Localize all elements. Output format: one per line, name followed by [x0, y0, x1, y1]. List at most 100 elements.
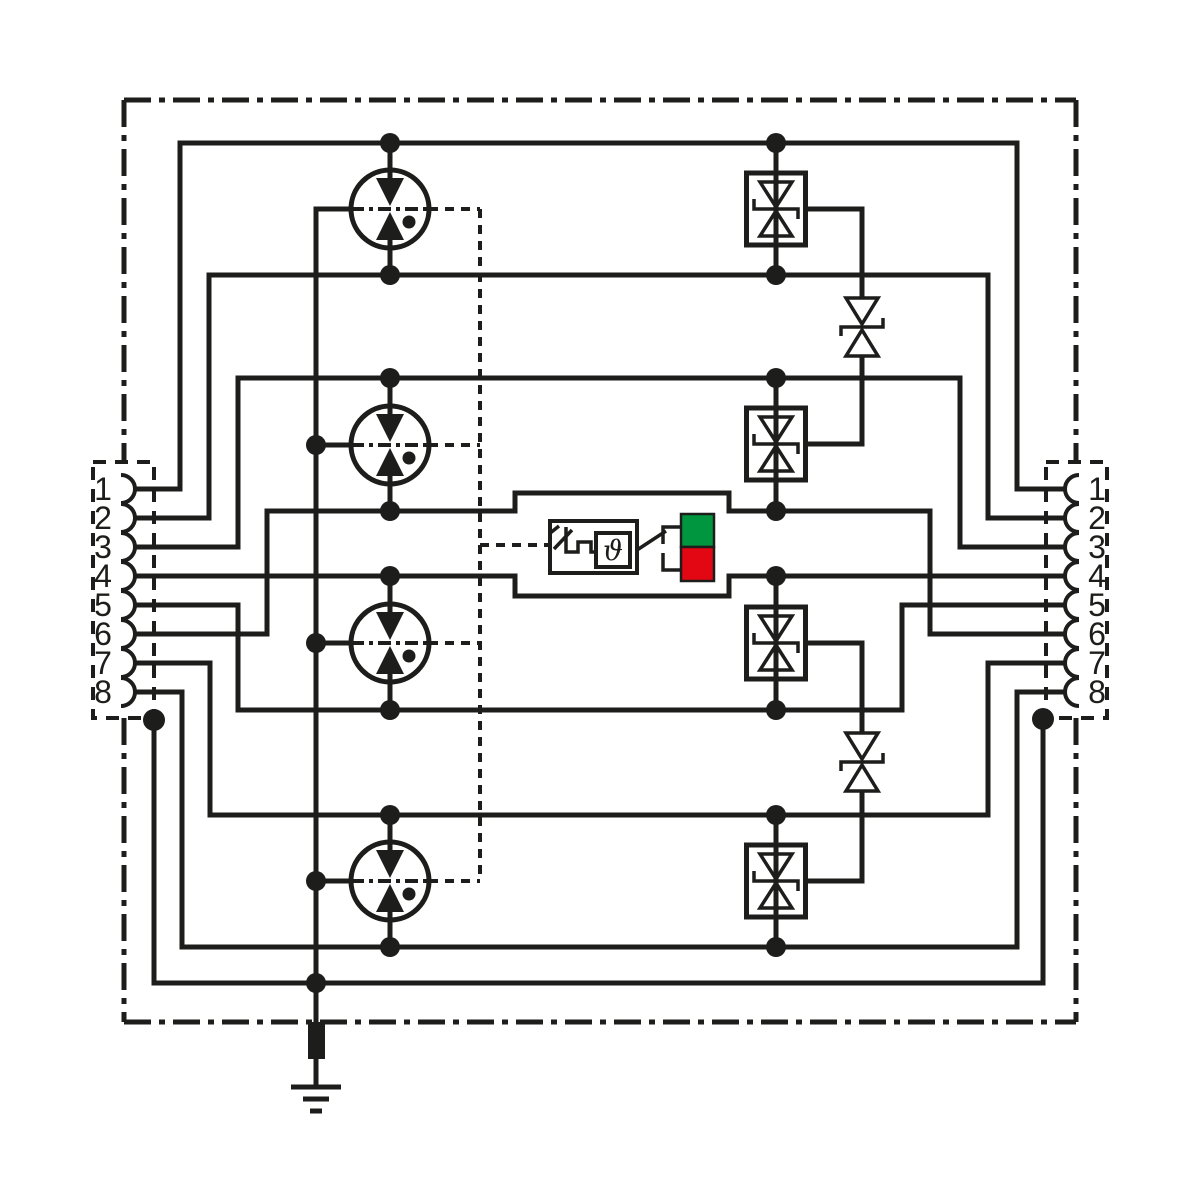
- terminal-arc: [119, 647, 137, 679]
- terminal-left-7: 7: [94, 645, 137, 681]
- terminal-label: 2: [94, 500, 112, 536]
- terminal-arc: [119, 473, 137, 505]
- terminal-right-7: 7: [1063, 645, 1106, 681]
- terminal-right-4: 4: [1063, 558, 1106, 594]
- terminal-arc: [1063, 618, 1081, 650]
- thermal-monitor: ϑ: [547, 512, 716, 583]
- thermal-coupling-links: [429, 207, 550, 883]
- monitor-box: [548, 519, 639, 575]
- inter-pair-suppressor-1: [839, 296, 885, 358]
- terminal-left-2: 2: [94, 500, 137, 536]
- junction-dot: [380, 133, 400, 153]
- terminal-label: 7: [94, 645, 112, 681]
- terminal-left-8: 8: [94, 674, 137, 710]
- line-1-wire: [135, 140, 1065, 492]
- terminal-right-3: 3: [1063, 529, 1106, 565]
- terminal-label: 4: [1088, 558, 1106, 594]
- terminal-label: 8: [94, 674, 112, 710]
- enclosure-border: [121, 97, 1079, 1025]
- junction-dot: [766, 937, 786, 957]
- junction-dot: [766, 566, 786, 586]
- terminal-arc: [119, 676, 137, 708]
- terminal-label: 5: [1088, 587, 1106, 623]
- terminal-left-6: 6: [94, 616, 137, 652]
- junction-dot: [766, 133, 786, 153]
- terminal-arc: [1063, 647, 1081, 679]
- terminal-right-8: 8: [1063, 674, 1106, 710]
- theta-symbol: ϑ: [603, 534, 623, 567]
- gas-discharge-tubes: [351, 143, 429, 947]
- line-6-wire: [135, 490, 1065, 637]
- terminal-arc: [1063, 473, 1081, 505]
- terminal-left-5: 5: [94, 587, 137, 623]
- junction-dots: [306, 133, 786, 957]
- terminal-arc: [1063, 531, 1081, 563]
- terminal-arc: [1063, 502, 1081, 534]
- tvs-diode-2: [747, 377, 806, 511]
- gas-discharge-tube-4: [351, 815, 429, 947]
- line-8-wire: [135, 689, 1065, 950]
- suppressor-diodes: [747, 142, 885, 948]
- junction-dot: [380, 700, 400, 720]
- terminal-label: 3: [94, 529, 112, 565]
- terminal-arc: [1063, 589, 1081, 621]
- gas-discharge-tube-2: [351, 379, 429, 511]
- gas-discharge-tube-1: [351, 143, 429, 275]
- pe-terminal: [308, 1022, 325, 1059]
- terminal-label: 4: [94, 558, 112, 594]
- terminal-left-1: 1: [94, 471, 137, 507]
- status-indicator: [679, 512, 716, 583]
- junction-dot: [766, 805, 786, 825]
- thermal-switch-icon: [547, 524, 596, 554]
- line-5-wire: [135, 602, 1065, 713]
- terminal-right-2: 2: [1063, 500, 1106, 536]
- earth-network: [143, 206, 1054, 1114]
- junction-dot: [380, 501, 400, 521]
- junction-dot: [306, 633, 326, 653]
- terminal-left-4: 4: [94, 558, 137, 594]
- terminal-arc: [1063, 560, 1081, 592]
- junction-dot: [380, 805, 400, 825]
- terminal-right-1: 1: [1063, 471, 1106, 507]
- line-3-wire: [135, 375, 1065, 550]
- terminal-arc: [119, 560, 137, 592]
- terminal-arc: [119, 502, 137, 534]
- inter-pair-suppressor-2: [839, 731, 885, 793]
- terminal-block-left-outline: [91, 460, 156, 720]
- terminal-label: 7: [1088, 645, 1106, 681]
- terminal-label: 5: [94, 587, 112, 623]
- terminal-label: 8: [1088, 674, 1106, 710]
- terminal-label: 6: [1088, 616, 1106, 652]
- junction-dot: [380, 937, 400, 957]
- terminal-arc: [1063, 676, 1081, 708]
- terminal-left-3: 3: [94, 529, 137, 565]
- earth-icon: [291, 1059, 341, 1114]
- line-2-wire: [135, 272, 1065, 521]
- junction-dot: [306, 973, 326, 993]
- junction-dot: [766, 368, 786, 388]
- tvs1-tap-wire: [805, 206, 865, 298]
- signal-wires: [135, 140, 1065, 950]
- terminal-block-right: 1 2 3 4 5 6 7 8: [1044, 460, 1109, 720]
- tvs-diode-1: [747, 142, 806, 276]
- terminal-label: 6: [94, 616, 112, 652]
- terminal-label: 2: [1088, 500, 1106, 536]
- terminal-right-6: 6: [1063, 616, 1106, 652]
- junction-dot: [380, 566, 400, 586]
- junction-dot: [306, 435, 326, 455]
- tvs2-tap-wire: [805, 356, 865, 447]
- terminal-block-left: 1 2 3 4 5 6 7 8: [91, 460, 156, 720]
- junction-dot: [766, 501, 786, 521]
- junction-dot: [306, 871, 326, 891]
- junction-dot: [380, 265, 400, 285]
- tvs4-tap-wire: [805, 791, 865, 884]
- terminal-label: 1: [1088, 471, 1106, 507]
- changeover-switch-icon: [636, 525, 681, 572]
- junction-dot: [380, 368, 400, 388]
- gas-discharge-tube-3: [351, 577, 429, 709]
- terminal-arc: [119, 531, 137, 563]
- status-fault-lamp: [679, 545, 716, 583]
- line-4-wire: [135, 573, 1065, 599]
- tvs-diode-3: [747, 576, 806, 710]
